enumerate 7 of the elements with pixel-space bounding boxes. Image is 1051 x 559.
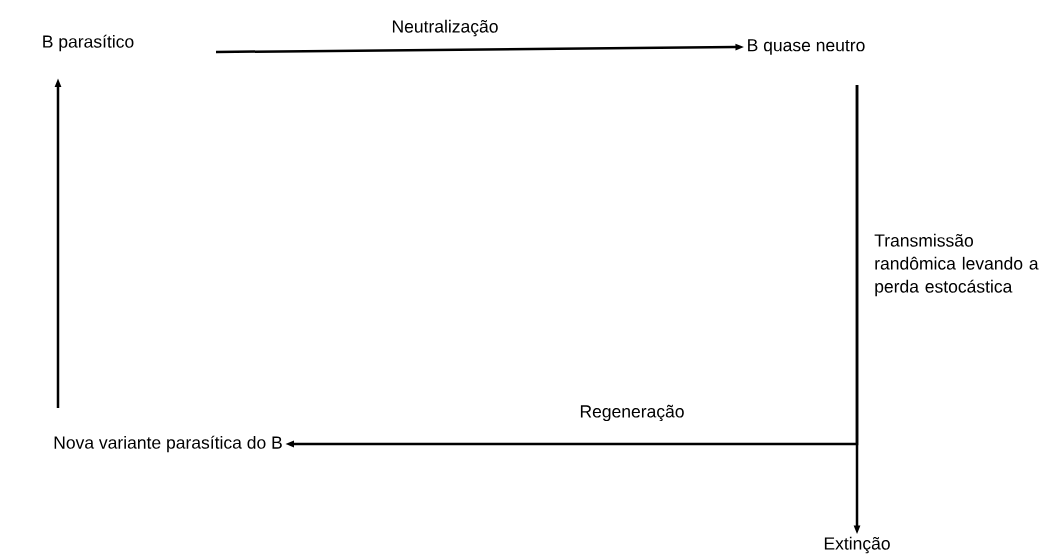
node-label: Nova variante parasítica do B (54, 435, 282, 453)
node-label: B quase neutro (748, 39, 865, 55)
node-label: B parasítico (43, 34, 134, 52)
node-label: Extinção (824, 536, 890, 554)
edge-label: Transmissão randômica levando a perda estocástica (874, 233, 1039, 297)
edge-label: Neutralização (392, 19, 498, 37)
edge-label: Regeneração (580, 404, 684, 422)
